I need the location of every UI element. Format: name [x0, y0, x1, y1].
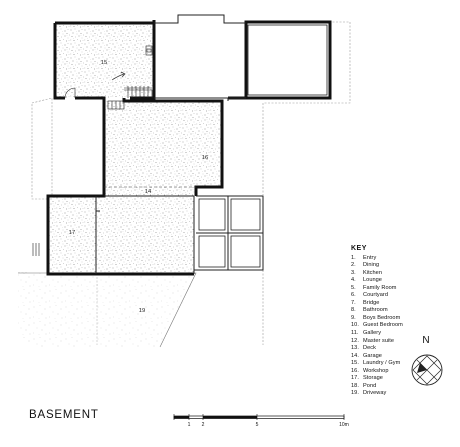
room-garage-bay — [96, 197, 194, 273]
key-item-number: 6. — [351, 292, 356, 299]
scale-tick-10m: 10m — [339, 422, 349, 428]
key-item-label: Entry — [363, 254, 377, 261]
key-list: 1. Entry 2. Dining 3. Kitchen 4. Lounge 5. Family… — [351, 255, 403, 398]
key-title: KEY — [351, 245, 367, 252]
room-label-17: 17 — [69, 230, 75, 236]
key-item: 10. Guest Bedroom — [351, 322, 403, 330]
lightwell-outline — [198, 24, 328, 268]
key-item-label: Courtyard — [363, 292, 389, 299]
key-item-number: 17. — [351, 375, 359, 382]
key-legend: KEY 1. Entry 2. Dining 3. Kitchen 4. Lounge 5. Fa… — [351, 245, 403, 398]
north-arrow: N — [411, 335, 443, 386]
key-item: 6. Courtyard — [351, 292, 403, 300]
key-item-label: Garage — [363, 352, 382, 359]
scale-tick-2: 2 — [202, 422, 205, 428]
room-label-15: 15 — [101, 60, 107, 66]
scale-bar: 1 2 5 10m — [173, 414, 349, 428]
key-item-number: 4. — [351, 277, 356, 284]
key-item: 17. Storage — [351, 375, 403, 383]
key-item: 7. Bridge — [351, 300, 403, 308]
key-item: 4. Lounge — [351, 277, 403, 285]
room-label-14: 14 — [145, 189, 152, 195]
key-item-number: 15. — [351, 360, 359, 367]
key-item-number: 9. — [351, 314, 356, 321]
drawing-title: BASEMENT — [29, 409, 99, 421]
key-item: 1. Entry — [351, 255, 403, 263]
key-item-label: Lounge — [363, 277, 382, 284]
key-item-label: Deck — [363, 345, 376, 352]
key-item-label: Family Room — [363, 284, 397, 291]
key-item-label: Pond — [363, 382, 377, 389]
key-item-number: 11. — [351, 330, 359, 337]
scale-tick-5: 5 — [256, 422, 259, 428]
key-item: 5. Family Room — [351, 285, 403, 293]
key-item-label: Master suite — [363, 337, 395, 344]
key-item: 19. Driveway — [351, 390, 403, 398]
key-item-number: 14. — [351, 352, 359, 359]
key-item: 18. Pond — [351, 383, 403, 391]
key-item-label: Boys Bedroom — [363, 314, 401, 321]
key-item-label: Workshop — [363, 367, 389, 374]
key-item-number: 10. — [351, 322, 359, 329]
internal-walls — [95, 14, 264, 274]
key-item-number: 5. — [351, 284, 356, 291]
key-item-number: 1. — [351, 254, 356, 261]
key-item-number: 19. — [351, 390, 359, 397]
key-item-label: Guest Bedroom — [363, 322, 403, 329]
key-item: 16. Workshop — [351, 368, 403, 376]
key-item: 12. Master suite — [351, 338, 403, 346]
key-item-number: 13. — [351, 345, 359, 352]
key-item-label: Dining — [363, 262, 380, 269]
key-item-label: Storage — [363, 375, 383, 382]
external-walls — [46, 20, 332, 276]
room-label-16: 16 — [202, 155, 208, 161]
key-item: 13. Deck — [351, 345, 403, 353]
key-item-number: 2. — [351, 262, 356, 269]
key-item-number: 12. — [351, 337, 359, 344]
key-item: 2. Dining — [351, 262, 403, 270]
key-item-number: 18. — [351, 382, 359, 389]
key-item-label: Bridge — [363, 299, 380, 306]
key-item-number: 8. — [351, 307, 356, 314]
stair — [32, 45, 153, 256]
room-laundry-gym — [55, 24, 154, 98]
key-item-label: Kitchen — [363, 269, 383, 276]
key-item-label: Gallery — [363, 330, 382, 337]
room-labels: 15 16 14 17 19 — [69, 60, 208, 314]
key-item: 8. Bathroom — [351, 307, 403, 315]
key-item-number: 3. — [351, 269, 356, 276]
room-workshop-garage — [104, 101, 222, 196]
driveway-area — [18, 272, 197, 348]
key-item: 14. Garage — [351, 353, 403, 361]
room-label-19: 19 — [139, 308, 145, 314]
key-item-number: 16. — [351, 367, 359, 374]
key-item-label: Driveway — [363, 390, 387, 397]
key-item: 9. Boys Bedroom — [351, 315, 403, 323]
key-item-number: 7. — [351, 299, 356, 306]
room-storage — [48, 197, 96, 273]
key-item: 15. Laundry / Gym — [351, 360, 403, 368]
scale-tick-1: 1 — [188, 422, 191, 428]
direction-arrow — [111, 71, 126, 81]
key-item-label: Laundry / Gym — [363, 360, 401, 367]
key-item: 11. Gallery — [351, 330, 403, 338]
north-label: N — [422, 335, 429, 346]
key-item: 3. Kitchen — [351, 270, 403, 278]
key-item-label: Bathroom — [363, 307, 388, 314]
